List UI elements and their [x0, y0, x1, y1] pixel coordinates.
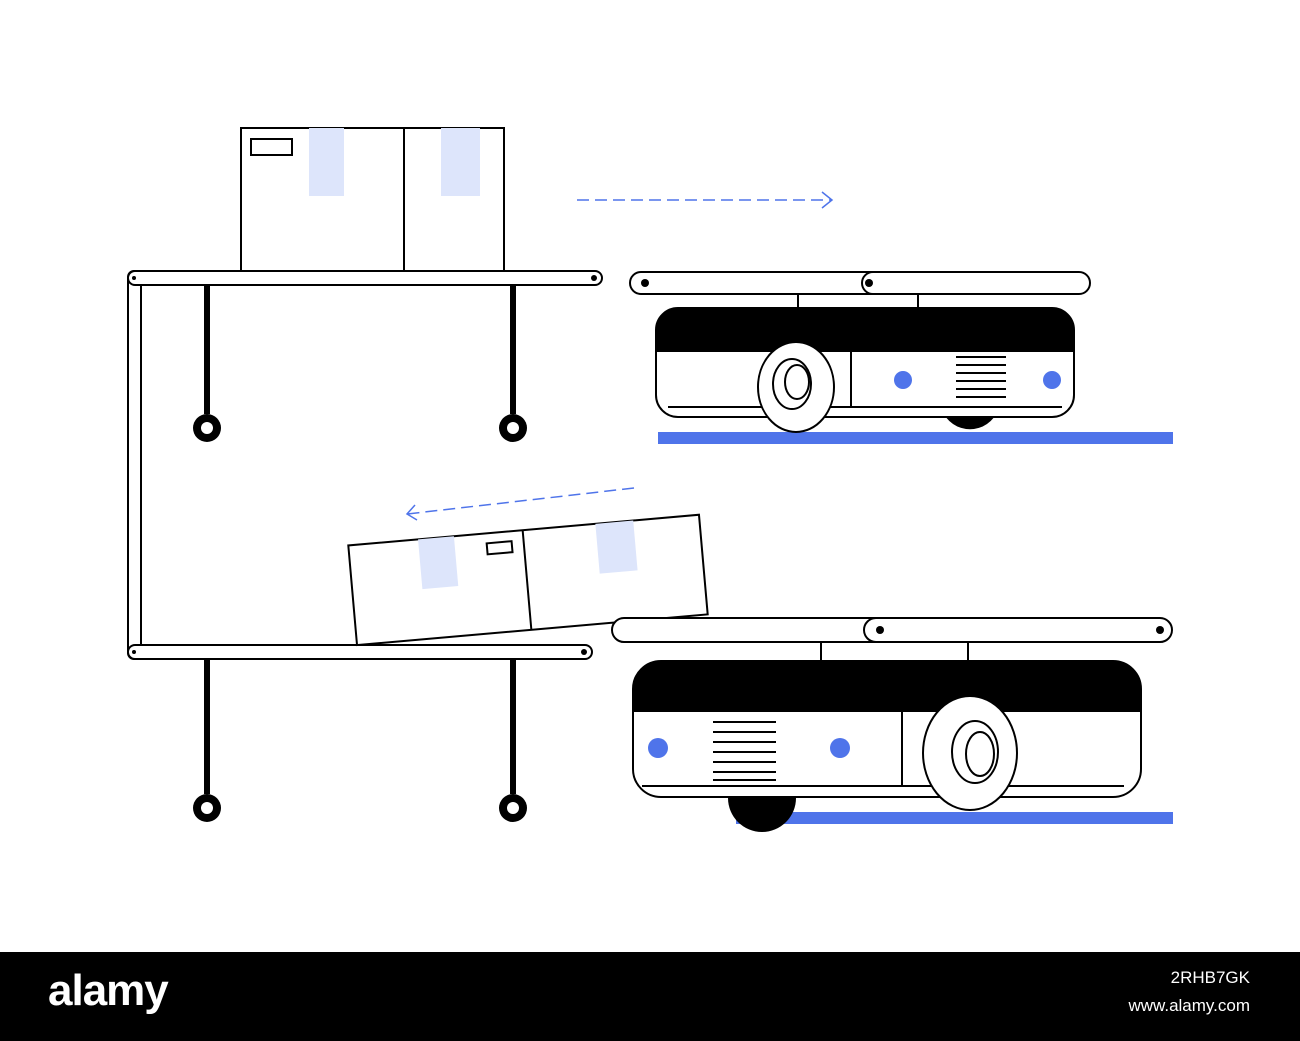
wheel-icon: [757, 341, 835, 433]
conveyor-robot-illustration: [127, 127, 1173, 832]
package-box-tilted: [347, 513, 709, 647]
floor-line: [736, 812, 1173, 824]
caster-wheel-icon: [499, 794, 527, 822]
site-url-label: www.alamy.com: [1128, 996, 1250, 1015]
watermark-footer: alamy 2RHB7GK www.alamy.com: [0, 952, 1300, 1041]
frame-vertical-bar: [127, 270, 142, 660]
wheel-icon: [922, 695, 1018, 811]
upper-conveyor-shelf: [127, 270, 603, 442]
caster-wheel-icon: [193, 414, 221, 442]
brand-logo-text: alamy: [48, 966, 169, 1015]
floor-line: [658, 432, 1173, 444]
arrow-right-icon: [577, 191, 834, 209]
caster-wheel-icon: [193, 794, 221, 822]
image-id-label: 2RHB7GK: [1170, 968, 1250, 987]
arrow-left-icon: [405, 487, 635, 521]
caster-wheel-icon: [499, 414, 527, 442]
lower-conveyor-shelf: [127, 644, 593, 822]
agv-robot-lower: [611, 617, 1173, 832]
package-box-upper: [240, 127, 505, 272]
agv-robot-upper: [629, 271, 1173, 444]
